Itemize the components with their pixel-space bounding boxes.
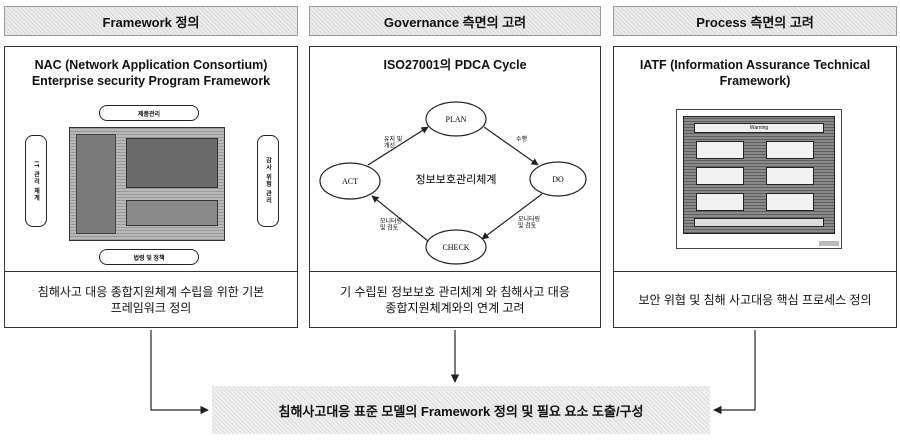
iatf-cell [766,167,814,185]
pdca-act-node [319,162,381,200]
process-header: Process 측면의 고려 [613,6,897,36]
pdca-center-label: 정보보호관리체계 [416,173,497,186]
pdca-do-label: DO [552,175,564,184]
pdca-label-plan-do: 수행 [516,135,527,143]
arrow-do-to-check [481,193,543,240]
nac-left-label: IT 관리 체계 [25,135,47,227]
process-subtitle: IATF (Information Assurance Technical Fr… [639,58,871,88]
framework-subtitle: NAC (Network Application Consortium) Ent… [31,58,271,88]
pdca-plan-node [425,101,487,137]
conclusion-box: 침해사고대응 표준 모델의 Framework 정의 및 필요 요소 도출/구성 [212,386,710,434]
governance-description: 기 수립된 정보보호 관리체계 와 침해사고 대응 종합지원체계와의 연계 고려 [310,271,600,327]
iatf-cell [696,141,744,159]
framework-header: Framework 정의 [4,6,298,36]
iatf-cell [766,193,814,211]
nac-framework-figure: 제품관리 IT 관리 체계 감사 위험 관리 법령 및 정책 [25,105,279,265]
framework-description: 침해사고 대응 종합지원체계 수립을 위한 기본 프레임워크 정의 [5,271,297,327]
framework-panel: NAC (Network Application Consortium) Ent… [4,46,298,328]
iatf-tag [819,241,839,246]
governance-column: Governance 측면의 고려 ISO27001의 PDCA Cycle P… [309,6,601,328]
iatf-warning-bar: Warning [694,123,824,133]
pdca-do-node [529,161,587,197]
nac-core-left-block [76,134,116,234]
nac-core-lower-block [126,200,218,226]
process-panel: IATF (Information Assurance Technical Fr… [613,46,897,328]
iatf-bottom-bar [694,218,824,227]
process-column: Process 측면의 고려 IATF (Information Assuran… [613,6,897,328]
arrow-process-to-conclusion [713,330,756,415]
arrow-framework-to-conclusion [150,330,209,415]
arrow-check-to-act [371,195,429,242]
nac-core-block [69,127,225,241]
governance-subtitle: ISO27001의 PDCA Cycle [383,58,527,72]
process-description: 보안 위협 및 침해 사고대응 핵심 프로세스 정의 [614,271,896,327]
iatf-cell [696,167,744,185]
nac-right-label: 감사 위험 관리 [257,135,279,227]
governance-header: Governance 측면의 고려 [309,6,601,36]
iatf-figure: Warning [676,109,842,249]
arrow-plan-to-do [483,126,539,166]
pdca-act-label: ACT [342,177,358,186]
governance-panel: ISO27001의 PDCA Cycle PLAN DO CHECK ACT 정… [309,46,601,328]
framework-column: Framework 정의 NAC (Network Application Co… [4,6,298,328]
nac-core-upper-block [126,138,218,188]
iatf-cell [766,141,814,159]
pdca-check-label: CHECK [442,243,469,252]
iatf-cell [696,193,744,211]
nac-bottom-label: 법령 및 정책 [99,249,199,265]
pdca-check-node [425,229,487,265]
arrow-act-to-plan [367,126,429,166]
pdca-plan-label: PLAN [446,115,467,124]
iatf-inner-frame: Warning [683,116,835,234]
nac-top-label: 제품관리 [99,105,199,121]
